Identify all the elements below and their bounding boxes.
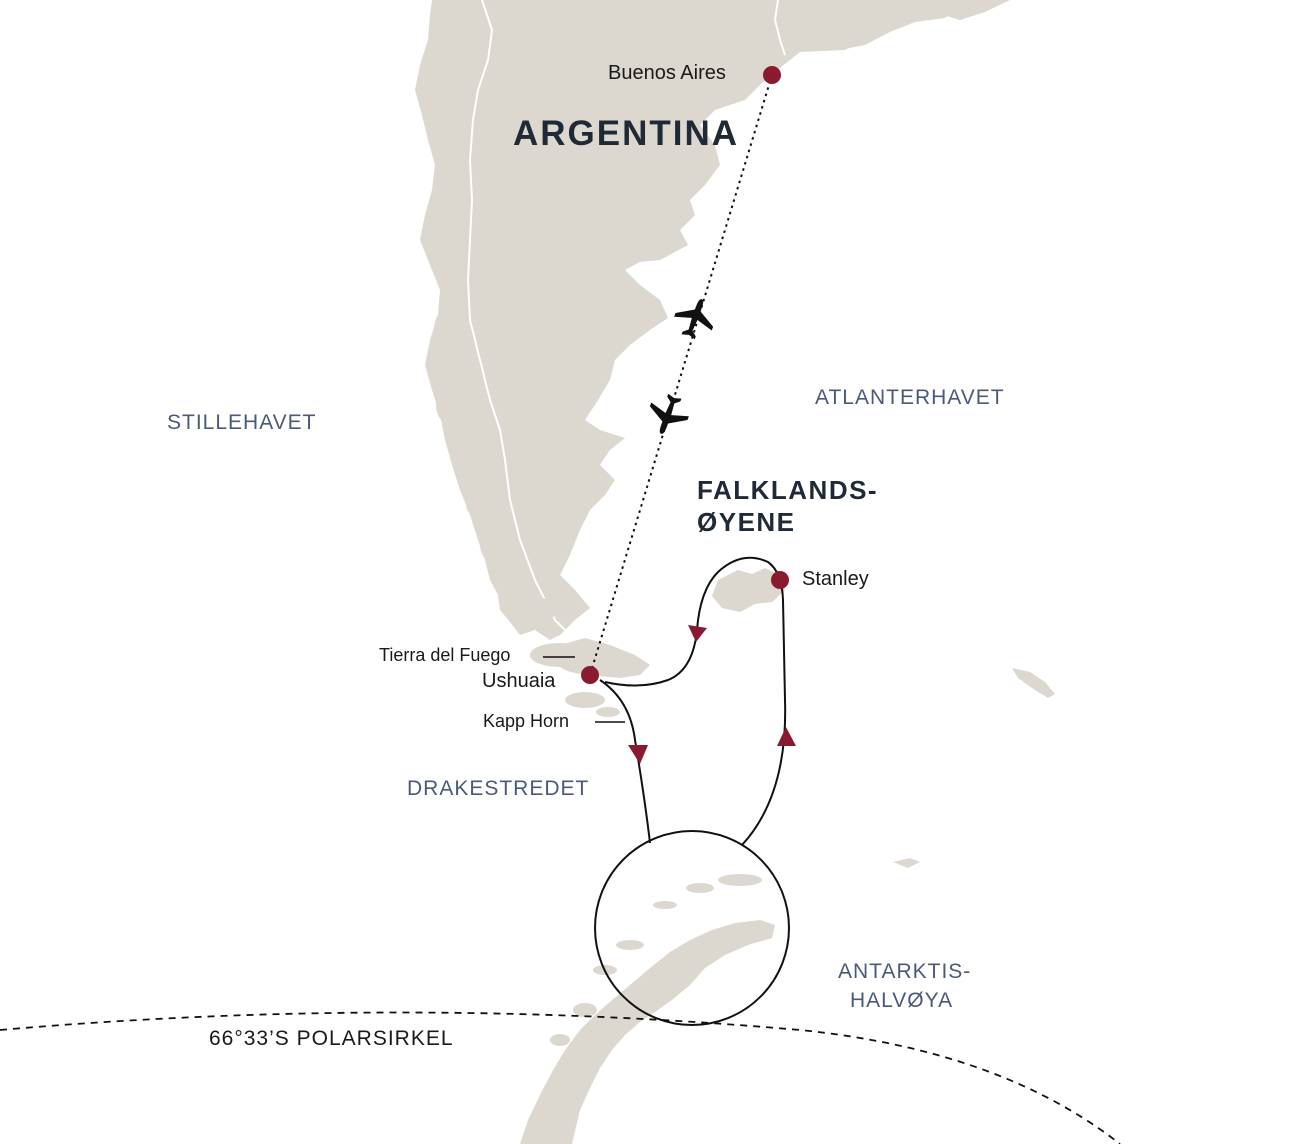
- antarctic-peninsula: [520, 920, 775, 1144]
- triangle-arrow-icon: [688, 625, 707, 642]
- location-dot-icon: [581, 666, 599, 684]
- falklands-label-line1: FALKLANDS-: [697, 475, 879, 505]
- drakestredet-label: DRAKESTREDET: [407, 777, 590, 800]
- location-dot-icon: [771, 571, 789, 589]
- argentina-uruguay-border: [773, 0, 786, 56]
- triangle-arrow-icon: [777, 727, 796, 746]
- falklands-label-line2: ØYENE: [697, 507, 796, 537]
- antarktis-label-line2: HALVØYA: [850, 989, 954, 1012]
- south-orkney-island: [893, 858, 920, 868]
- antarctic-islands: [550, 874, 762, 1046]
- location-dot-icon: [763, 66, 781, 84]
- atlanterhavet-label: ATLANTERHAVET: [815, 386, 1005, 409]
- kapp-horn-label: Kapp Horn: [483, 711, 570, 731]
- south-georgia-island: [1012, 668, 1055, 698]
- airplane-icon: [649, 393, 689, 434]
- antarktis-label-line1: ANTARKTIS-: [838, 960, 972, 983]
- ushuaia-label: Ushuaia: [482, 670, 556, 692]
- polar-circle-label: 66°33’S POLARSIRKEL: [209, 1027, 454, 1050]
- airplane-icon: [674, 299, 714, 340]
- tierra-del-fuego-island: [560, 638, 650, 678]
- sea-route-ushuaia-antarctica: [599, 679, 651, 844]
- uruguay-landmass: [780, 0, 965, 50]
- stanley-label: Stanley: [802, 568, 869, 590]
- south-america-landmass: [415, 0, 965, 640]
- brazil-landmass: [930, 0, 1010, 20]
- falkland-islands: [712, 568, 785, 612]
- stillehavet-label: STILLEHAVET: [167, 411, 317, 434]
- argentina-label: ARGENTINA: [513, 114, 740, 153]
- tierra-del-fuego-label: Tierra del Fuego: [379, 645, 511, 665]
- triangle-arrow-icon: [628, 745, 648, 764]
- buenos-aires-label: Buenos Aires: [608, 62, 726, 84]
- polar-circle-line: [0, 1011, 1121, 1144]
- chile-argentina-border: [466, 0, 576, 641]
- flight-path: [589, 74, 773, 676]
- antarctica-cruise-area: [594, 830, 790, 1026]
